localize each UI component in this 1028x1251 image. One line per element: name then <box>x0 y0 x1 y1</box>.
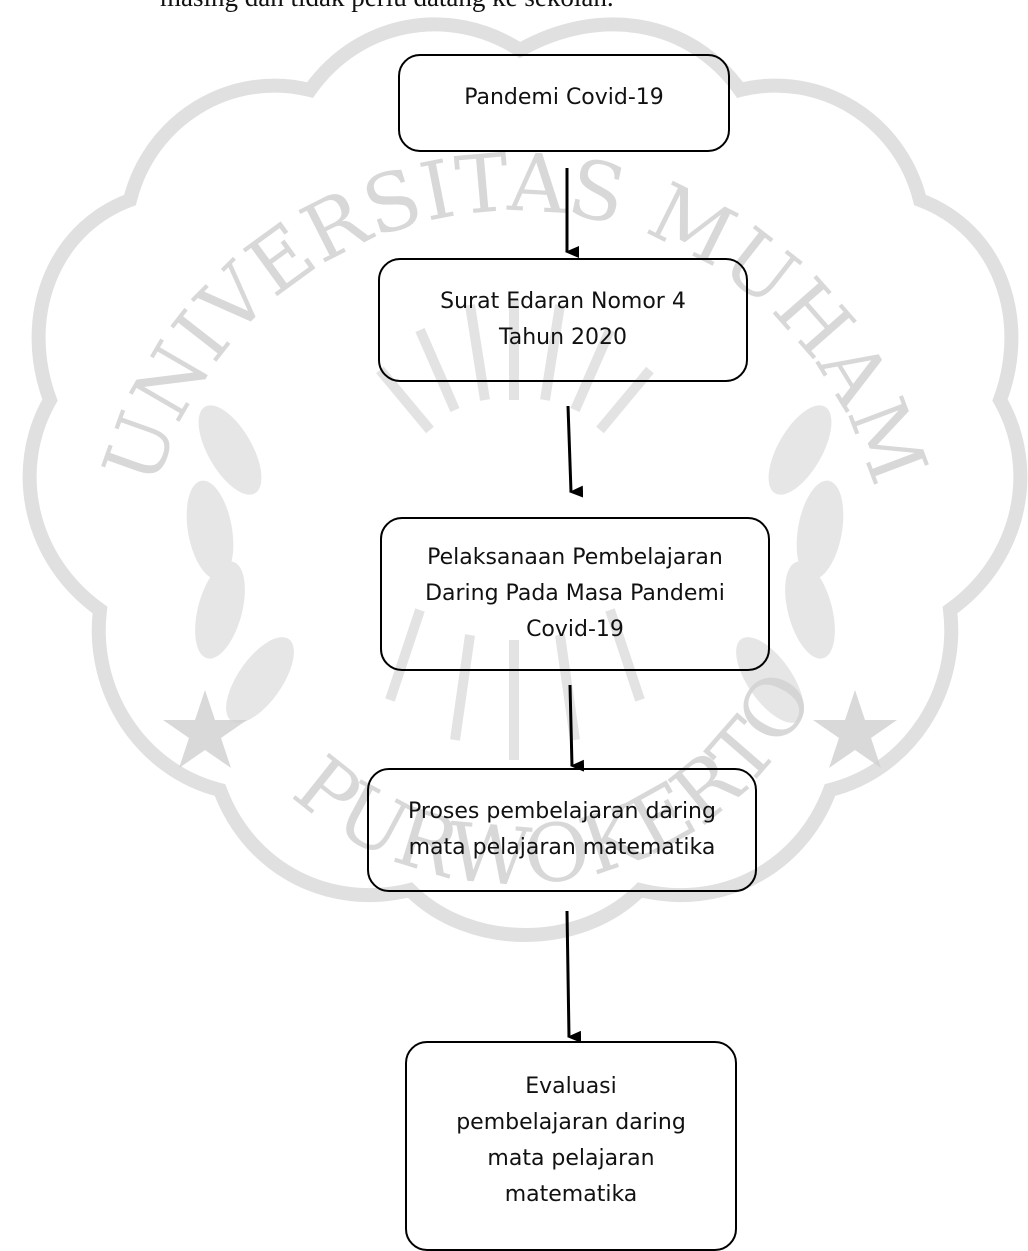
arrow-4-5 <box>565 910 582 1043</box>
flow-step-label: Proses pembelajaran daring mata pelajaran… <box>408 794 716 866</box>
flow-step-proses: Proses pembelajaran daring mata pelajaran… <box>367 768 757 892</box>
intro-text: masing dan tidak perlu datang ke sekolah… <box>160 0 614 13</box>
flow-step-label-line: Tahun 2020 <box>498 325 628 350</box>
flow-step-label-line: mata pelajaran matematika <box>408 835 716 860</box>
flow-step-label-line: Covid-19 <box>526 617 624 642</box>
flow-step-surat-edaran: Surat Edaran Nomor 4 Tahun 2020 <box>378 258 748 382</box>
flow-step-label-line: Proses pembelajaran daring <box>408 799 716 824</box>
flow-step-label: Pandemi Covid-19 <box>464 85 664 110</box>
flow-step-label-line: Surat Edaran Nomor 4 <box>440 289 686 314</box>
flow-step-label-line: pembelajaran daring <box>456 1110 686 1135</box>
flow-step-label: Surat Edaran Nomor 4 Tahun 2020 <box>440 284 686 356</box>
flow-step-pandemi: Pandemi Covid-19 <box>398 54 730 152</box>
flow-step-label-line: Evaluasi <box>525 1074 617 1099</box>
flow-step-label-line: Daring Pada Masa Pandemi <box>425 581 725 606</box>
flow-step-label-line: Pelaksanaan Pembelajaran <box>427 545 723 570</box>
arrow-2-3 <box>566 405 584 498</box>
flow-step-label: Evaluasi pembelajaran daring mata pelajara… <box>456 1069 686 1213</box>
flow-step-label-line: mata pelajaran <box>487 1146 655 1171</box>
flow-step-evaluasi: Evaluasi pembelajaran daring mata pelajara… <box>405 1041 737 1251</box>
arrow-3-4 <box>568 684 585 772</box>
flow-step-label-line: matematika <box>504 1182 638 1207</box>
